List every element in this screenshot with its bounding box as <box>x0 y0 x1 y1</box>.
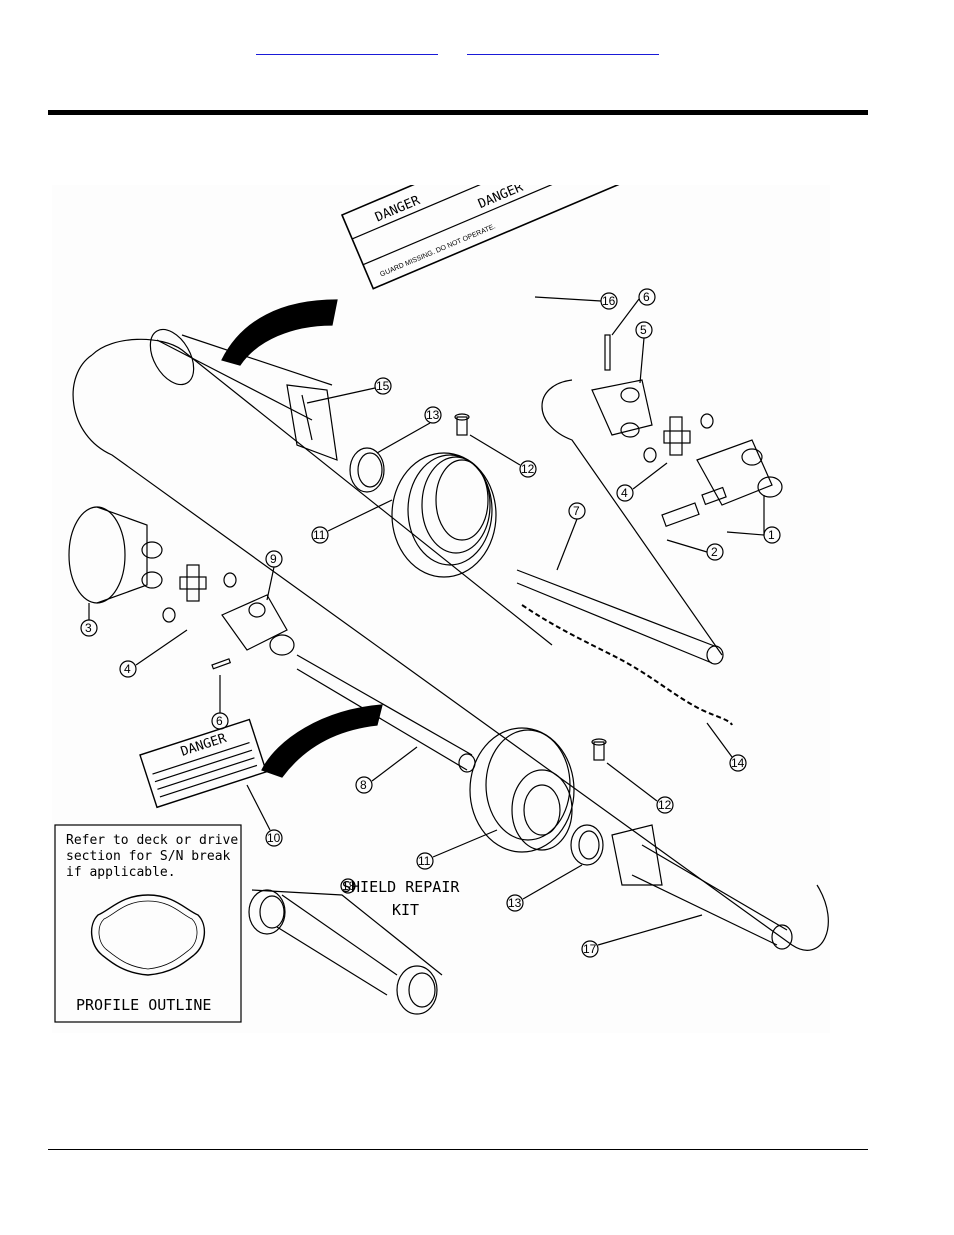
danger-decal-large: DANGER DANGER DANGER GUARD MISSING. DO N… <box>340 185 642 290</box>
bellows-upper <box>391 452 497 578</box>
callout-8: 8 <box>360 778 367 792</box>
callout-12-lower: 12 <box>658 798 672 812</box>
note-line-3: if applicable. <box>66 865 176 880</box>
inner-tube-8 <box>296 654 476 773</box>
callout-14: 14 <box>731 756 745 770</box>
note-line-1: Refer to deck or drive <box>66 833 238 848</box>
safety-chain <box>521 604 733 726</box>
callout-13-upper: 13 <box>426 408 440 422</box>
callout-16: 16 <box>602 294 616 308</box>
shield-repair-kit: SHIELD REPAIR KIT <box>248 878 460 1015</box>
cross-bearing-right <box>643 413 714 463</box>
callout-11-lower: 11 <box>418 854 431 868</box>
inner-tube-7 <box>516 379 724 665</box>
callout-4-left: 4 <box>124 662 131 676</box>
callout-9: 9 <box>270 552 277 566</box>
arrow-lower <box>261 704 383 778</box>
callout-3: 3 <box>85 621 92 635</box>
inner-tube-upper <box>156 334 338 461</box>
callout-7: 7 <box>573 504 580 518</box>
roll-pins-6 <box>211 334 611 670</box>
yoke-9 <box>221 594 295 656</box>
clamp-ring-upper <box>349 447 385 493</box>
spring-pin-2 <box>661 486 727 528</box>
callout-15: 15 <box>376 379 390 393</box>
header-link-left[interactable] <box>256 40 438 55</box>
drive-cone-3 <box>68 506 163 604</box>
outer-shield-tube <box>72 328 829 951</box>
yoke-1 <box>696 439 783 506</box>
callouts: 1 2 3 4 4 5 6 6 7 8 9 10 11 <box>80 288 781 958</box>
profile-outline-label: PROFILE OUTLINE <box>76 996 211 1014</box>
callout-6-bottom: 6 <box>216 714 223 728</box>
note-line-2: section for S/N break <box>66 849 231 864</box>
callout-13-lower: 13 <box>508 896 522 910</box>
screw-upper <box>454 413 470 436</box>
note-box: Refer to deck or drive section for S/N b… <box>54 824 242 1023</box>
callout-5: 5 <box>640 323 647 337</box>
callout-4-right: 4 <box>621 486 628 500</box>
yoke-5 <box>591 379 653 438</box>
profile-outline-shape <box>91 894 205 976</box>
cross-bearing-left <box>162 564 237 623</box>
callout-2: 2 <box>711 545 718 559</box>
clamp-ring-lower <box>570 824 604 866</box>
danger-word-small: DANGER <box>179 731 228 760</box>
repair-kit-subtitle: KIT <box>392 901 419 919</box>
callout-12-upper: 12 <box>521 462 535 476</box>
header-rule <box>48 110 868 115</box>
callout-11-upper: 11 <box>313 528 326 542</box>
callout-17: 17 <box>583 942 597 956</box>
arrow-upper <box>221 299 338 366</box>
header-link-right[interactable] <box>467 40 659 55</box>
danger-decal-small: DANGER <box>139 718 268 809</box>
callout-10: 10 <box>267 831 281 845</box>
bellows-lower <box>469 727 575 853</box>
screw-lower <box>591 738 607 761</box>
callout-1: 1 <box>768 528 775 542</box>
exploded-parts-diagram: DANGER DANGER DANGER GUARD MISSING. DO N… <box>52 185 830 1033</box>
repair-kit-title: SHIELD REPAIR <box>342 878 460 896</box>
footer-rule <box>48 1149 868 1150</box>
callout-18: 18 <box>342 879 356 893</box>
outer-tube-17 <box>611 824 793 950</box>
callout-6-top: 6 <box>643 290 650 304</box>
